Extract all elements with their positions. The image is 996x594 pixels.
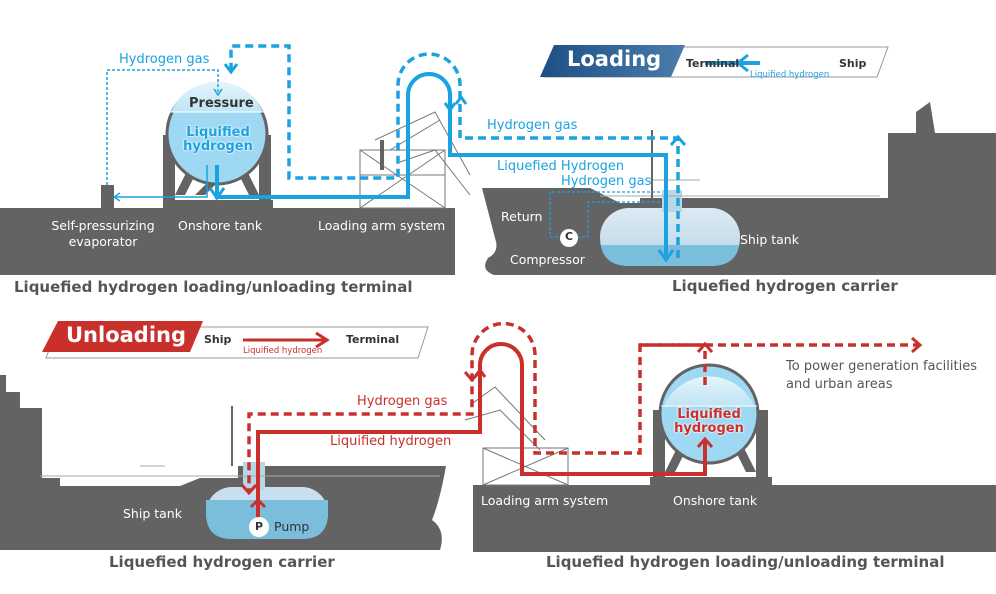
loading-ship-liquid-label: Liquefied Hydrogen <box>497 159 625 174</box>
onshore-tank-support-unloading <box>650 410 772 485</box>
loading-arm-label-bottom: Loading arm system <box>481 493 609 508</box>
ship-tank-label-unloading: Ship tank <box>123 506 182 521</box>
destination-label-line1: To power generation facilities <box>786 359 977 374</box>
unloading-gas-label: Hydrogen gas <box>357 394 448 409</box>
loading-arm-post <box>380 140 384 170</box>
unloading-ship-hull <box>0 375 446 550</box>
self-pressurizing-evaporator <box>101 185 114 208</box>
unloading-arrowheads <box>240 336 923 509</box>
ship-deck-railing <box>600 179 880 197</box>
loading-banner-arrow-label: Liquified hydrogen <box>750 70 830 80</box>
loading-terminal-ground <box>0 208 455 275</box>
tank-liquid-label-unloading-line2: hydrogen <box>674 421 744 436</box>
tank-liquid-label-unloading-line1: Liquified <box>677 407 741 422</box>
ship-mast-unloading <box>231 406 233 466</box>
pump-icon <box>249 517 269 537</box>
evaporator-liquid-line <box>115 165 208 198</box>
tank-liquid-label-unloading: Liquified hydrogen <box>674 408 744 436</box>
loading-flows <box>106 44 680 258</box>
loading-ship-caption: Liquefied hydrogen carrier <box>672 277 898 295</box>
loading-arm-label-top: Loading arm system <box>318 218 446 233</box>
unloading-gas-line <box>247 321 707 492</box>
loading-terminal-gas-label: Hydrogen gas <box>119 52 210 67</box>
evaporator-gas-line <box>106 69 219 185</box>
loading-ship-section <box>482 102 996 275</box>
destination-label: To power generation facilities and urban… <box>786 358 977 394</box>
unloading-flows <box>247 321 918 518</box>
compressor-icon <box>560 229 578 247</box>
unloading-banner-title: Unloading <box>66 323 187 347</box>
evaporator-label: Self-pressurizing evaporator <box>47 218 159 250</box>
pump-symbol: P <box>255 520 264 533</box>
unloading-liquid-label: Liquified hydrogen <box>330 434 452 449</box>
loading-banner <box>540 45 889 78</box>
tank-liquid-label-line1: Liquified <box>186 125 250 140</box>
unloading-banner-to: Terminal <box>346 333 400 346</box>
loading-banner-to: Ship <box>839 57 867 70</box>
onshore-tank-unloading <box>658 363 760 465</box>
compressor-symbol: C <box>565 230 574 243</box>
loading-arrowheads <box>112 63 687 263</box>
loading-ship-gas-label-2: Hydrogen gas <box>561 174 652 189</box>
unloading-terminal-ground <box>473 485 996 552</box>
return-label: Return <box>501 209 543 224</box>
unloading-banner <box>42 321 429 359</box>
onshore-tank-loading <box>165 81 269 186</box>
loading-arm-structure-top <box>359 111 471 209</box>
onshore-tank-label-loading: Onshore tank <box>178 218 263 233</box>
unloading-ship-railing <box>40 465 440 477</box>
ship-tank-unloading <box>206 462 328 539</box>
compressor-feed-line <box>578 201 660 238</box>
loading-banner-from: Terminal <box>686 57 740 70</box>
destination-label-line2: and urban areas <box>786 377 893 392</box>
loading-terminal-section <box>0 81 471 275</box>
unloading-liquid-line <box>256 342 707 518</box>
compressor-return-line <box>549 191 660 238</box>
loading-terminal-caption: Liquefied hydrogen loading/unloading ter… <box>14 278 413 296</box>
loading-ship-gas-label: Hydrogen gas <box>487 118 578 133</box>
unloading-terminal-section <box>464 363 996 552</box>
unloading-ship-section <box>0 375 446 550</box>
loading-banner-title: Loading <box>567 47 662 71</box>
unloading-banner-arrow-label: Liquified hydrogen <box>243 346 323 356</box>
tank-liquid-label-line2: hydrogen <box>183 139 253 154</box>
loading-gas-return-line <box>229 44 680 258</box>
evaporator-label-line2: evaporator <box>68 234 138 249</box>
pump-label: Pump <box>274 519 310 534</box>
ship-tank-label-loading: Ship tank <box>740 232 799 247</box>
ship-mast <box>651 130 653 200</box>
tank-pressure-label: Pressure <box>189 96 254 111</box>
unloading-terminal-caption: Liquefied hydrogen loading/unloading ter… <box>546 553 945 571</box>
onshore-tank-label-unloading: Onshore tank <box>673 493 758 508</box>
unloading-ship-caption: Liquefied hydrogen carrier <box>109 553 335 571</box>
evaporator-label-line1: Self-pressurizing <box>51 218 155 233</box>
loading-liquid-line <box>215 72 668 258</box>
unloading-banner-from: Ship <box>204 333 232 346</box>
compressor-label: Compressor <box>510 252 585 267</box>
tank-liquid-label-loading: Liquified hydrogen <box>183 126 253 154</box>
